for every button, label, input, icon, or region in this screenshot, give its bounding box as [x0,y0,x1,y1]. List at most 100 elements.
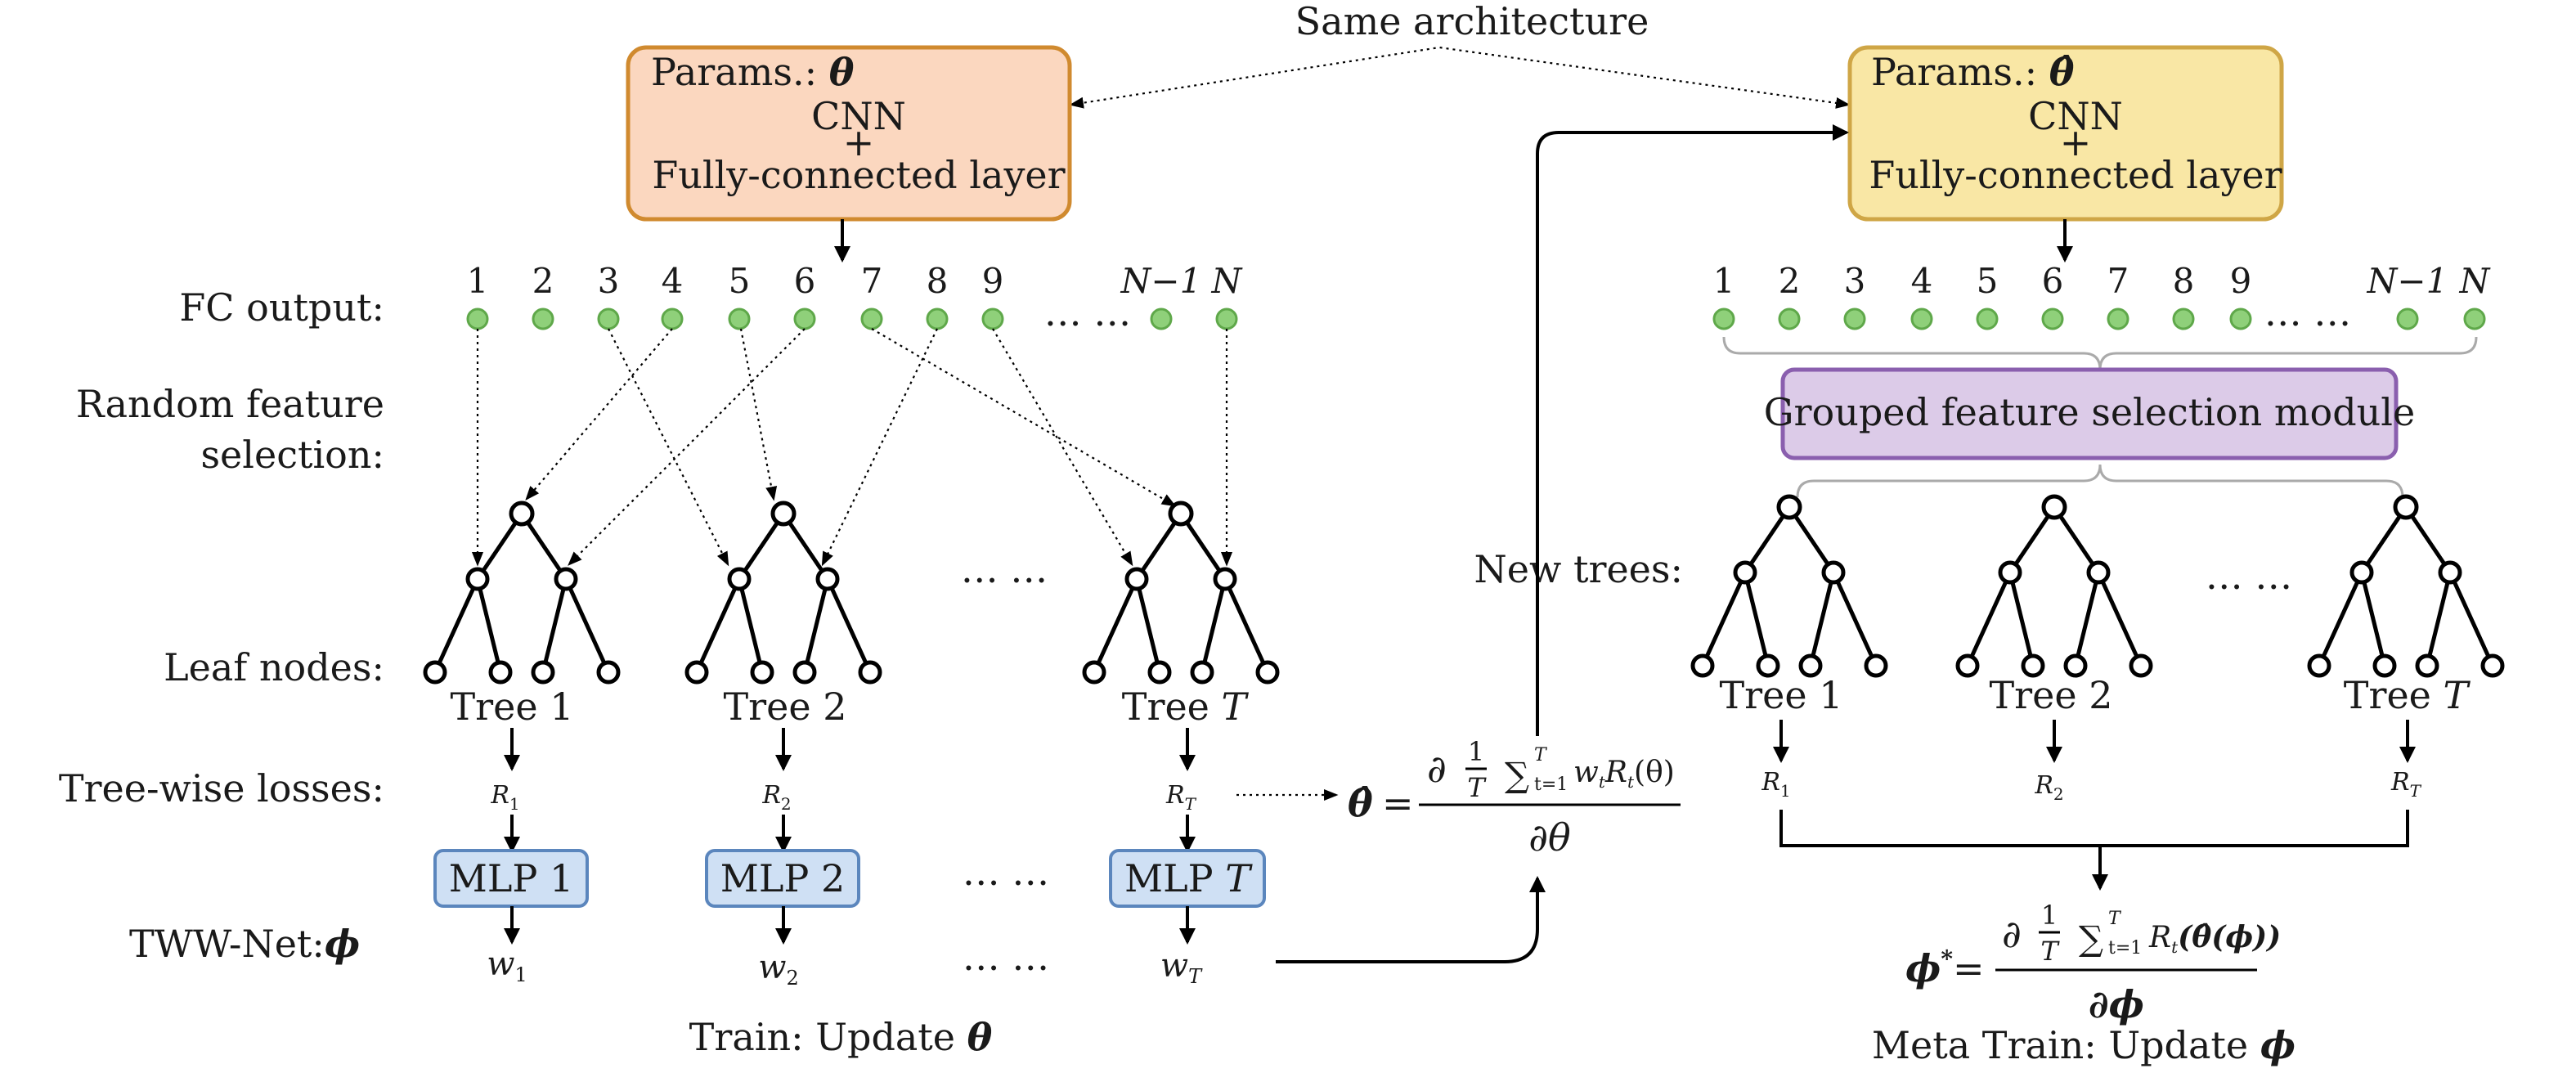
right-theta-hat-symbol: θ̂ [2049,50,2075,94]
left-tree-column-1: Tree 1 R1 MLP 1 w1 [433,685,589,986]
weight-to-formula-arrow [1276,876,1546,963]
left-tree-column-T: Tree T RT MLP T wT [1109,685,1266,988]
right-tree-2-leaf-1 [1955,653,1980,678]
theta-formula-eq: = [1382,781,1414,825]
right-tree-2-label: Tree 2 [1989,673,2112,717]
right-tree-T-internal-left [2349,560,2374,585]
right-tree-1-leaf-3 [1798,653,1823,678]
right-model-box: Params.: θ̂ CNN + Fully-connected layer [1847,45,2284,222]
fc-left-index-3: 3 [598,261,620,301]
right-tree-2-internal-right [2086,560,2111,585]
right-cnn-label: CNN [2028,94,2123,138]
right-loss-1-sub: 1 [1780,781,1791,801]
mlp-1-label: MLP 1 [449,856,574,900]
caption-right-text: Meta Train: Update [1872,1023,2260,1067]
svg-text:TWW-Net:ϕ: TWW-Net:ϕ [129,922,360,966]
theta-sum: ∑ [1505,755,1529,795]
theta-term-R: R [1604,756,1627,789]
svg-text:RT: RT [2390,768,2422,801]
theta-formula-lhs: θ̂ [1348,781,1373,825]
svg-text:Tree T: Tree T [2344,673,2471,717]
fc-right-node-4 [1910,308,1933,330]
same-architecture-label: Same architecture [1295,0,1649,43]
fc-left-node-5 [728,308,751,330]
leaf-nodes-label: Leaf nodes: [164,645,384,689]
fc-right-node-2 [1778,308,1801,330]
phi-sum-sub: t=1 [2108,938,2142,959]
right-tree-1-leaf-4 [1864,653,1888,678]
left-tree-T-leaf-2 [1147,660,1172,685]
left-loss-2: R [761,781,781,810]
left-tree-T-internal-right [1213,567,1237,591]
right-tree-T-label: Tree [2344,673,2444,717]
fc-left-index-8: 8 [927,261,949,301]
fc-ellipsis-right: … … [2264,290,2352,334]
right-fc-layer-label: Fully-connected layer [1869,153,2282,197]
same-architecture-arrow [1069,46,1851,109]
fc-right-index-10: N−1 [2367,261,2448,301]
tree-ellipsis-right: … … [2206,554,2293,598]
left-tree-2-leaf-4 [858,660,882,685]
left-tree-2-label: Tree 2 [723,685,846,729]
weight-2: w [758,949,786,986]
left-tree-T-label: Tree [1122,685,1222,729]
theta-formula-den: ∂θ [1528,815,1570,860]
svg-text:w1: w1 [487,945,527,986]
tree-group-brace [1796,464,2404,498]
fc-left-index-1: 1 [467,261,489,301]
tree-losses-label: Tree-wise losses: [59,766,384,810]
new-trees-label: New trees: [1474,547,1684,591]
left-tree-T [1082,501,1280,685]
left-model-box: Params.: θ CNN + Fully-connected layer [626,45,1072,222]
weight-ellipsis: … … [963,935,1050,979]
weight-1-sub: 1 [514,963,527,986]
theta-sum-sup: T [1534,745,1548,765]
right-tree-1-leaf-1 [1690,653,1715,678]
fc-left-index-7: 7 [861,261,883,301]
right-tree-column-T: Tree T RT [2344,673,2471,801]
left-plus-label: + [843,120,875,164]
svg-text:R2: R2 [2034,771,2063,804]
fc-right-node-5 [1976,308,1999,330]
svg-text:RT: RT [1165,781,1197,814]
right-tree-1 [1690,494,1888,678]
fc-left-index-4: 4 [662,261,684,301]
fc-right-index-6: 6 [2042,261,2064,301]
left-box-rect [626,45,1072,222]
theta-term-w-sub: t [1599,772,1606,792]
right-tree-1-label: Tree 1 [1719,673,1842,717]
right-plus-label: + [2060,120,2092,164]
fc-right-node-11 [2463,308,2486,330]
caption-right-phi: ϕ [2260,1023,2296,1067]
left-tree-2-internal-left [727,567,752,591]
sel-arrow-8 [821,328,938,567]
phi-frac-den: T [2040,936,2060,967]
fc-left-index-9: 9 [982,261,1004,301]
left-loss-1-sub: 1 [509,794,520,814]
right-tree-column-1: Tree 1 R1 [1719,673,1842,801]
sel-arrow-7 [871,328,1177,507]
right-trees [1690,494,2505,678]
right-loss-T-sub: T [2410,781,2422,801]
svg-text:R2: R2 [761,781,791,814]
fc-left-index-10: N−1 [1120,261,1202,301]
theta-term-w: w [1573,756,1599,789]
svg-text:wT: wT [1160,947,1203,988]
fc-left-index-5: 5 [729,261,751,301]
weight-T: w [1160,947,1188,985]
random-selection-arrows [471,328,1233,567]
right-tree-2-leaf-3 [2063,653,2088,678]
mlp-ellipsis: … … [963,850,1050,894]
right-loss-bracket [1779,810,2409,847]
left-trees [423,501,1280,685]
left-tree-T-leaf-1 [1082,660,1106,685]
right-params-label: Params.: [1871,50,2037,94]
fc-right-index-4: 4 [1911,261,1933,301]
fc-left-index-6: 6 [794,261,816,301]
formula-to-right-box-arrow [1536,124,1849,736]
weight-2-sub: 2 [786,967,798,990]
fc-left-node-11 [1215,308,1238,330]
right-tree-T-leaf-2 [2372,653,2397,678]
left-fc-layer-label: Fully-connected layer [652,153,1065,197]
